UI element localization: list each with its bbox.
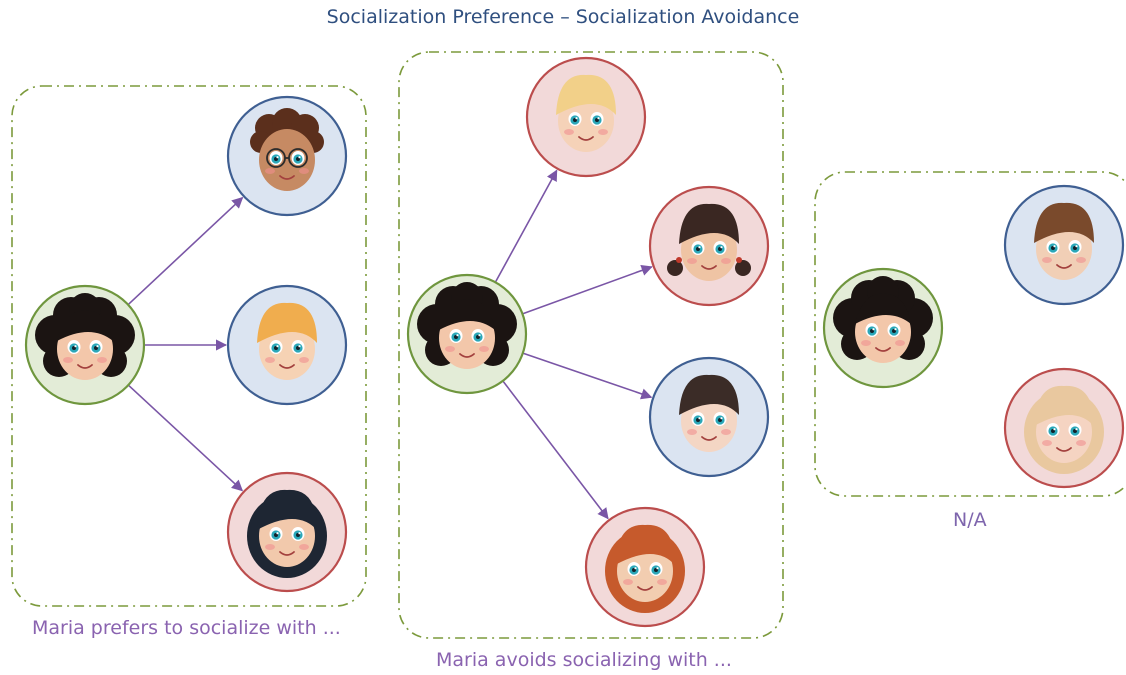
relation-arrow: [522, 265, 653, 315]
child-avatar: [226, 284, 348, 406]
relation-arrow: [127, 384, 244, 492]
child-avatar: [1003, 367, 1125, 489]
relation-arrow: [494, 169, 558, 283]
child-avatar: [525, 56, 647, 178]
relation-arrow: [522, 352, 653, 400]
child-avatar: [584, 506, 706, 628]
diagram-title: Socialization Preference – Socialization…: [326, 6, 800, 28]
child-avatar: [226, 95, 348, 217]
maria-avatar: [822, 267, 944, 389]
maria-avatar: [406, 273, 528, 395]
child-avatar: [1003, 184, 1125, 306]
child-avatar: [226, 471, 348, 593]
child-avatar: [648, 356, 770, 478]
relation-arrow: [127, 196, 244, 306]
relation-arrow: [502, 380, 609, 520]
panel-caption-prefers: Maria prefers to socialize with ...: [32, 617, 341, 639]
panel-caption-na: N/A: [953, 509, 987, 531]
panel-caption-avoids: Maria avoids socializing with ...: [436, 649, 732, 671]
child-avatar: [648, 185, 770, 307]
panel-frame-2: [398, 51, 784, 639]
panel-frame-1: [11, 85, 367, 607]
maria-avatar: [24, 284, 146, 406]
